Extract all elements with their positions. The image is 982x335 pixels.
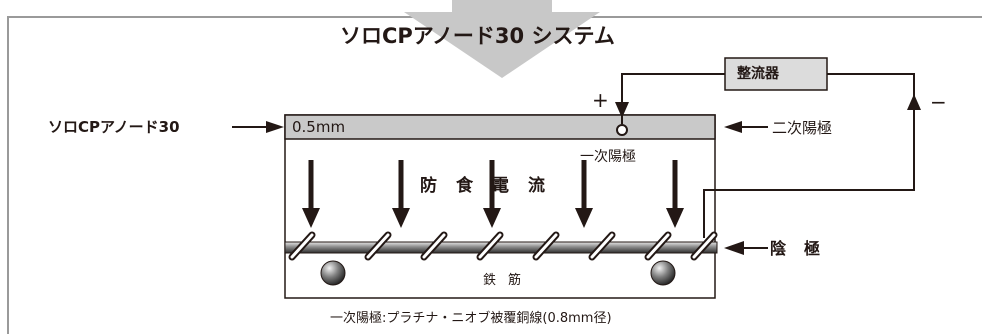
current-arrow <box>666 160 684 228</box>
protective-current-label: 防食電流 <box>420 176 564 196</box>
rebar-rib <box>420 231 448 261</box>
current-arrow <box>575 160 593 228</box>
secondary-anode-layer <box>284 114 716 140</box>
product-pointer-arrow <box>232 121 284 133</box>
current-arrows <box>302 160 684 228</box>
outer-frame <box>7 16 982 334</box>
negative-wire <box>703 73 921 238</box>
rebar-rib <box>644 231 672 261</box>
rebar-rib <box>588 231 616 261</box>
diagram-title: ソロCPアノード30 システム <box>340 24 615 48</box>
secondary-anode-pointer-arrow <box>724 121 768 133</box>
concrete-block <box>284 114 716 299</box>
rectifier-label: 整流器 <box>737 66 779 82</box>
plus-sign: + <box>592 88 609 112</box>
primary-anode-label: 一次陽極 <box>580 149 636 165</box>
rebar-rib <box>288 231 316 261</box>
rebar-label: 鉄筋 <box>483 273 534 288</box>
primary-anode-terminal <box>616 124 628 136</box>
product-label: ソロCPアノード30 <box>48 118 180 136</box>
rebar-cross-section <box>320 260 346 286</box>
footnote: 一次陽極:プラチナ・ニオブ被覆銅線(0.8mm径) <box>330 311 612 326</box>
cathode-label: 陰極 <box>770 239 839 258</box>
secondary-anode-label: 二次陽極 <box>772 119 833 137</box>
positive-wire <box>615 73 725 124</box>
minus-sign: − <box>930 90 947 114</box>
rebar-cross-section <box>650 260 676 286</box>
rebar-bar <box>284 241 718 254</box>
rebar-rib <box>364 231 392 261</box>
rebar-rib <box>532 231 560 261</box>
coating-thickness-label: 0.5mm <box>292 118 346 136</box>
rebar-rib <box>690 231 718 261</box>
current-arrow <box>392 160 410 228</box>
current-arrow <box>302 160 320 228</box>
current-arrow <box>483 160 501 228</box>
rebar-rib <box>476 231 504 261</box>
rebar-ribs <box>288 231 718 261</box>
cathode-pointer-arrow <box>724 241 768 255</box>
watermark-arrow <box>404 0 600 78</box>
